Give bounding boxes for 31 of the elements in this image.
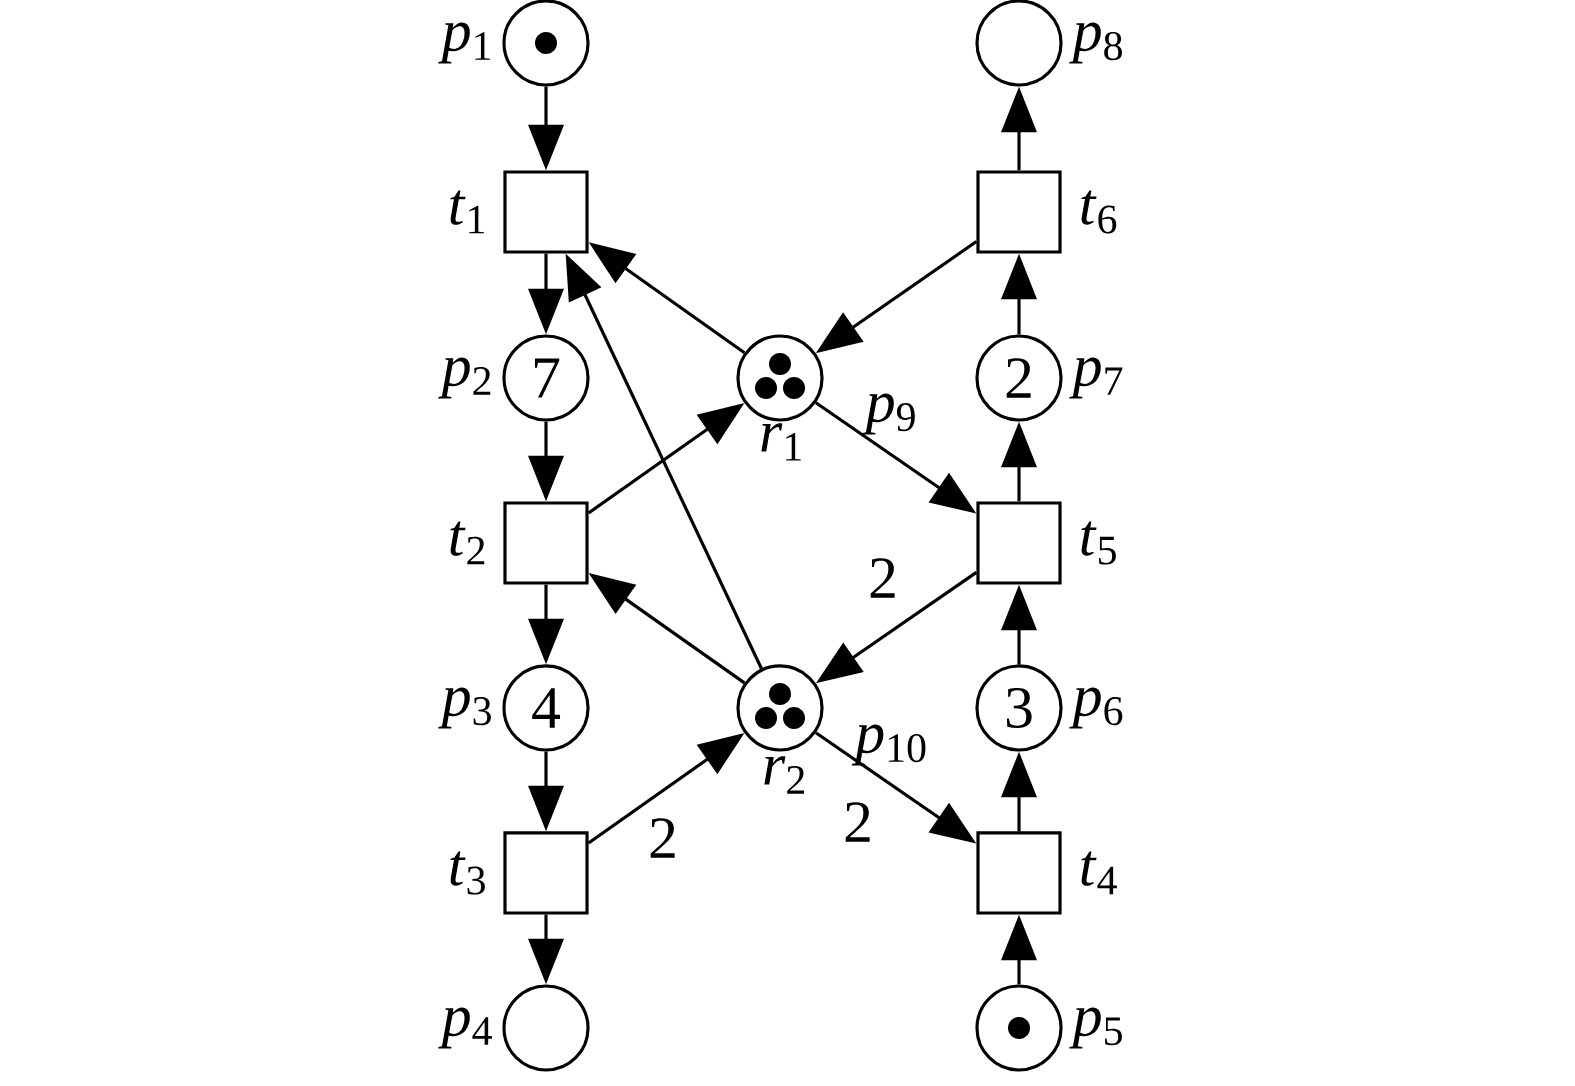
place-label: r$_{2}$ (764, 756, 805, 794)
place-label: p$_{9}$ (862, 393, 915, 435)
transition-box (976, 831, 1062, 915)
place-label: p$_{10}$ (851, 724, 926, 766)
edge-label: 2 (644, 814, 682, 862)
place-circle (502, 984, 590, 1072)
place-label: p$_{4}$ (438, 1007, 492, 1049)
place-label: p$_{2}$ (438, 357, 491, 399)
place-label: p$_{7}$ (1069, 357, 1123, 399)
place-label: t$_{5}$ (1081, 521, 1116, 565)
place-circle (975, 984, 1063, 1072)
place-label: p$_{3}$ (438, 687, 491, 729)
transition-box (976, 501, 1062, 585)
place-label: t$_{4}$ (1081, 851, 1117, 895)
place-label: p$_{6}$ (1069, 687, 1123, 729)
transition-box (503, 831, 589, 915)
place-label: t$_{6}$ (1081, 190, 1117, 234)
transition-box (503, 170, 589, 254)
place-label: r$_{1}$ (761, 423, 801, 461)
place-label: p$_{5}$ (1069, 1007, 1122, 1049)
place-label: p$_{8}$ (1069, 22, 1122, 64)
place-circle (736, 664, 824, 752)
place-label: t$_{1}$ (450, 190, 484, 234)
place-circle (736, 334, 824, 422)
edge-label: 2 (864, 554, 902, 602)
place-label: p$_{1}$ (438, 22, 491, 64)
place-label: t$_{2}$ (450, 521, 485, 565)
transition-box (503, 501, 589, 585)
edge-label: 2 (839, 798, 877, 846)
transition-box (976, 170, 1062, 254)
place-label: t$_{3}$ (450, 851, 485, 895)
